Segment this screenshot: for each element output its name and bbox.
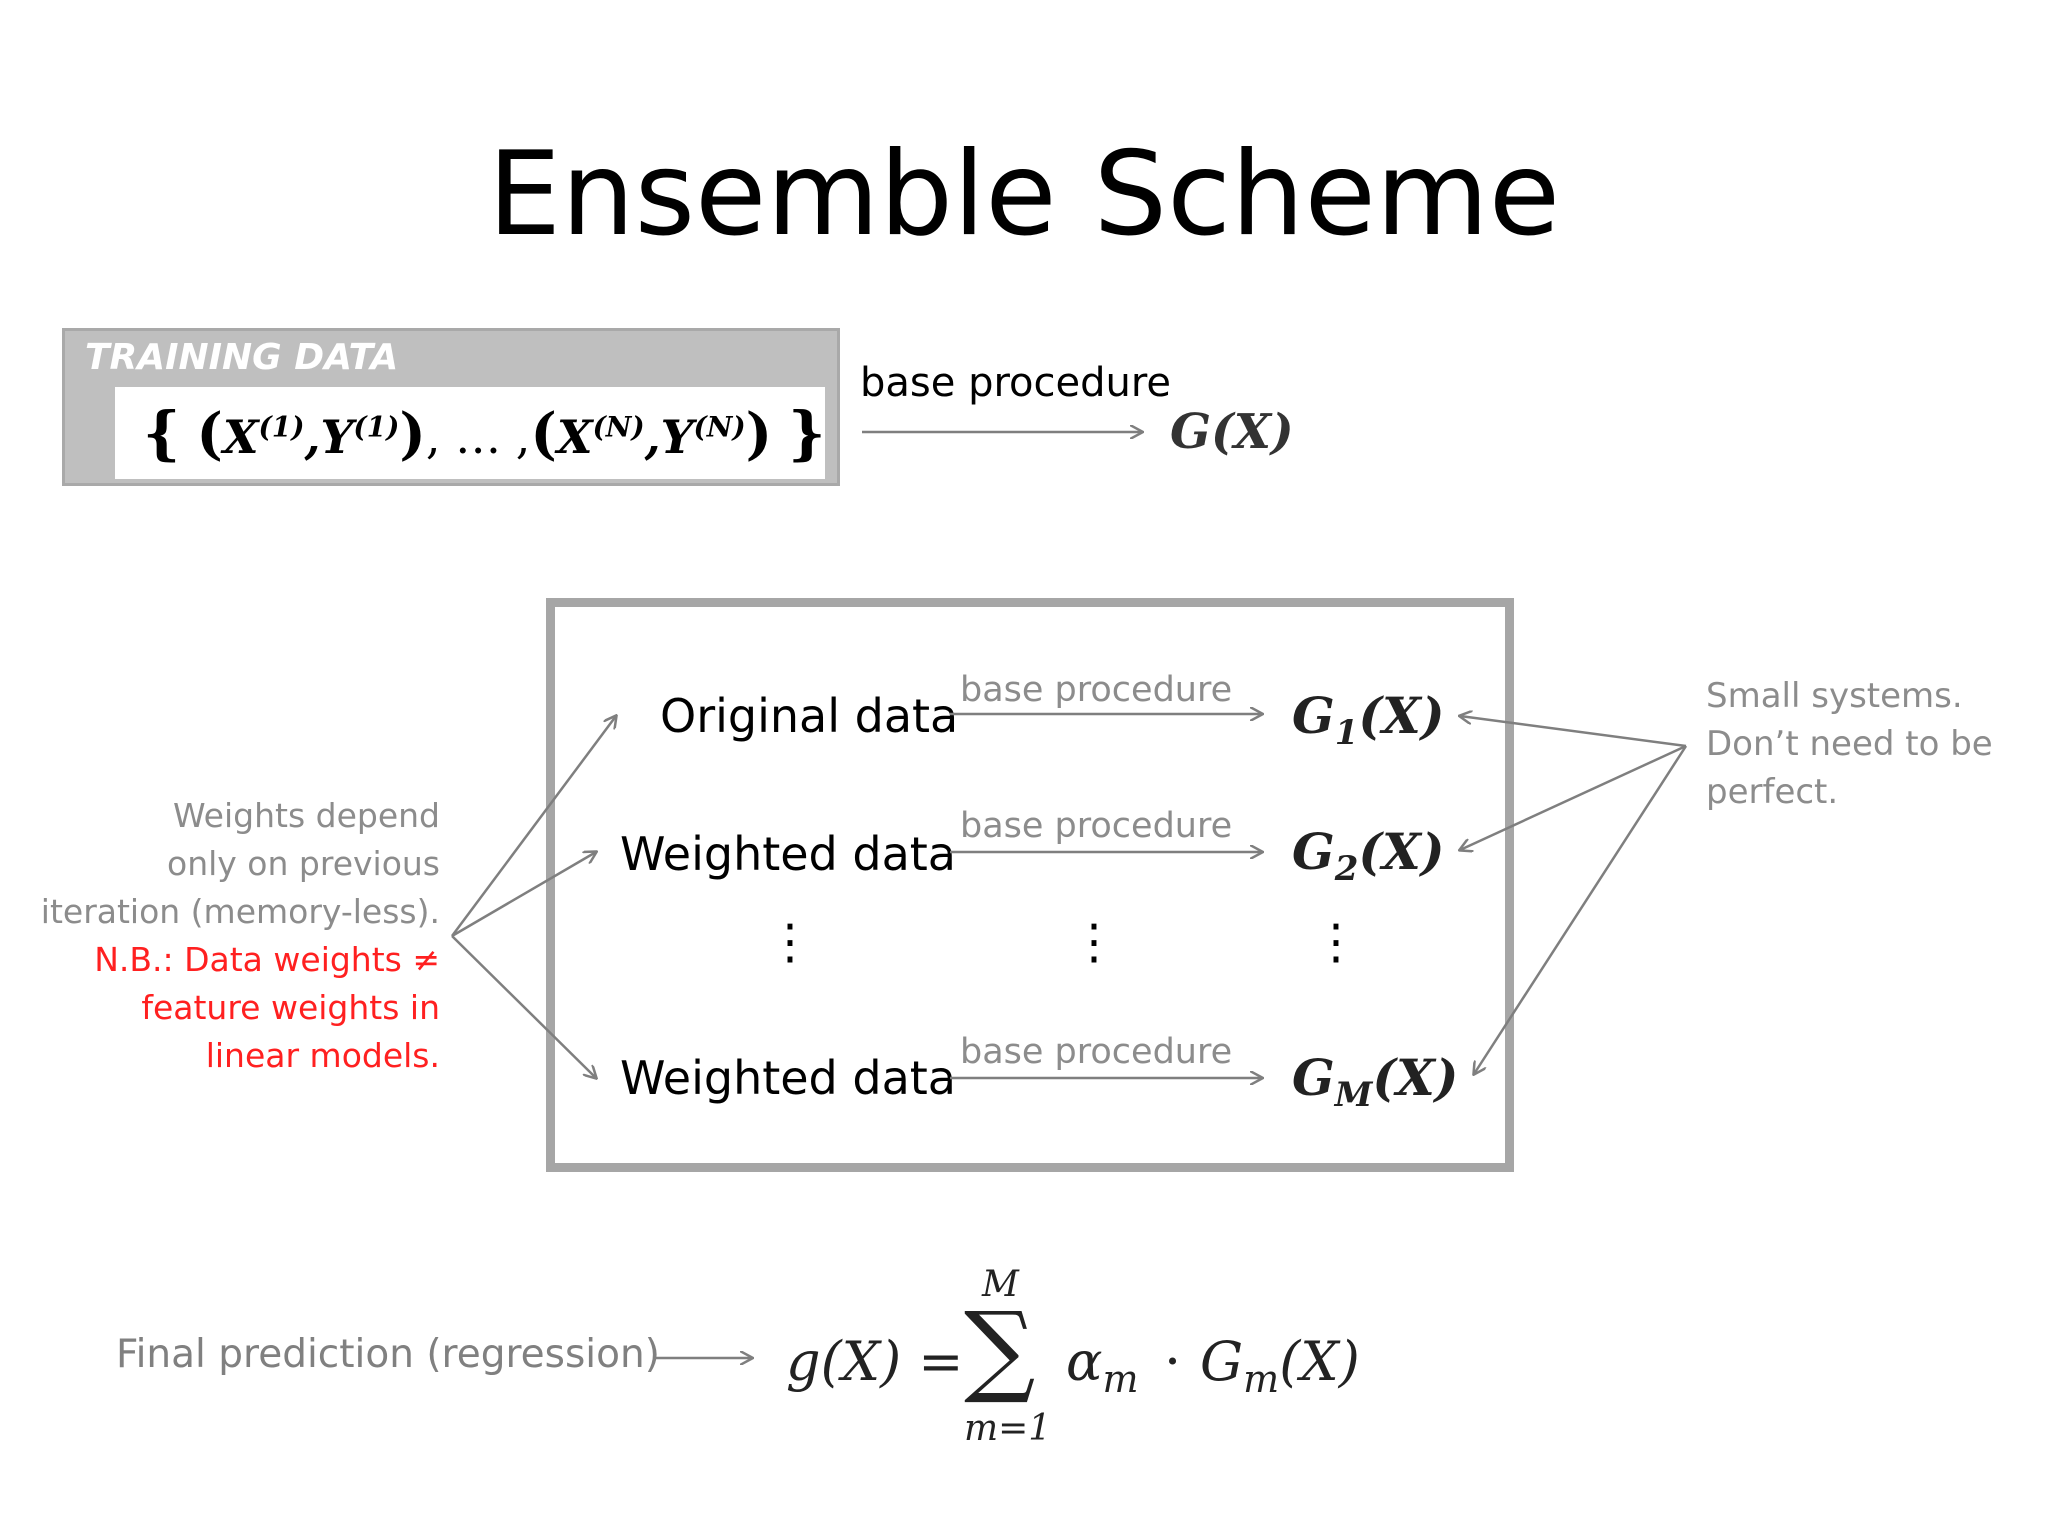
row-label-weighted-data-m: Weighted data [620, 1051, 956, 1105]
left-note-line-3: iteration (memory-less). [40, 892, 440, 931]
nb-line-1: N.B.: Data weights ≠ [94, 940, 440, 979]
yn-symbol: Y [660, 410, 694, 464]
top-output-g-of-x: G(X) [1170, 404, 1294, 460]
nb-line-2: feature weights in [141, 988, 440, 1027]
gm-symbol: G [1292, 1048, 1335, 1107]
xn-superscript: (N) [592, 410, 645, 444]
set-close-brace: } [788, 399, 826, 467]
pair-open-paren-2: ( [530, 401, 557, 467]
left-note-nb-warning: N.B.: Data weights ≠ feature weights in … [94, 936, 440, 1080]
formula-alpha-term: αm [1066, 1330, 1139, 1401]
nb-line-3: linear models. [205, 1036, 440, 1075]
training-data-label: TRAINING DATA [85, 337, 399, 378]
yn-superscript: (N) [693, 410, 746, 444]
gm-formula-argument: (X) [1279, 1330, 1360, 1393]
sum-lower-limit: m=1 [964, 1408, 1052, 1449]
g1-symbol: G [1292, 686, 1335, 745]
comma: , [304, 410, 321, 464]
y1-superscript: (1) [353, 410, 400, 444]
xn-symbol: X [556, 410, 593, 464]
page-title: Ensemble Scheme [487, 127, 1561, 262]
pair-close-paren-2: ) [745, 401, 773, 467]
sum-symbol: ∑ [964, 1290, 1036, 1407]
gm-formula-subscript: m [1243, 1356, 1280, 1401]
right-note-line-2: Don’t need to be [1706, 724, 1993, 764]
vdots-data-column: ⋮ [766, 914, 814, 970]
training-set-expression: { (X(1),Y(1)), … ,(X(N),Y(N)) } [143, 399, 825, 467]
alpha-symbol: α [1066, 1330, 1103, 1393]
gm-argument: (X) [1372, 1048, 1459, 1107]
vdots-output-column: ⋮ [1312, 914, 1360, 970]
y1-symbol: Y [320, 410, 354, 464]
row-m-base-procedure-label: base procedure [960, 1032, 1233, 1072]
row-2-base-procedure-label: base procedure [960, 806, 1233, 846]
x1-symbol: X [222, 410, 259, 464]
g1-argument: (X) [1358, 686, 1445, 745]
ellipsis: , … , [425, 410, 531, 464]
row-label-weighted-data-1: Weighted data [620, 827, 956, 881]
right-note-line-1: Small systems. [1706, 676, 1963, 716]
vdots-procedure-column: ⋮ [1070, 914, 1118, 970]
top-base-procedure-label: base procedure [860, 360, 1172, 406]
g2-symbol: G [1292, 822, 1335, 881]
row-label-original-data: Original data [660, 689, 959, 743]
sum-upper-limit: M [982, 1264, 1019, 1305]
right-note-small-systems: Small systems. Don’t need to be perfect. [1706, 672, 1993, 816]
ensemble-box [546, 598, 1514, 1172]
set-open-brace: { [143, 399, 181, 467]
multiplication-dot: · [1164, 1330, 1182, 1393]
x1-superscript: (1) [258, 410, 305, 444]
gm-subscript: M [1334, 1075, 1373, 1115]
left-note-line-1: Weights depend [172, 796, 440, 835]
formula-g-term: Gm(X) [1200, 1330, 1360, 1401]
alpha-subscript: m [1102, 1356, 1139, 1401]
pair-close-paren: ) [399, 401, 426, 467]
g1-subscript: 1 [1334, 713, 1359, 753]
row-2-output-g2: G2(X) [1292, 822, 1444, 899]
comma-2: , [644, 410, 661, 464]
g2-subscript: 2 [1334, 849, 1359, 889]
pair-open-paren: ( [196, 401, 223, 467]
training-data-set: { (X(1),Y(1)), … ,(X(N),Y(N)) } [115, 387, 825, 479]
final-prediction-label: Final prediction (regression) [116, 1332, 660, 1377]
left-note-weights: Weights depend only on previous iteratio… [41, 792, 440, 936]
right-note-line-3: perfect. [1706, 772, 1839, 812]
row-1-base-procedure-label: base procedure [960, 670, 1233, 710]
left-note-line-2: only on previous [167, 844, 440, 883]
training-data-box: TRAINING DATA { (X(1),Y(1)), … ,(X(N),Y(… [62, 328, 840, 486]
formula-lhs: g(X) = [786, 1330, 964, 1393]
g2-argument: (X) [1358, 822, 1445, 881]
row-m-output-gm: GM(X) [1292, 1048, 1458, 1125]
row-1-output-g1: G1(X) [1292, 686, 1444, 763]
gm-formula-symbol: G [1200, 1330, 1244, 1393]
